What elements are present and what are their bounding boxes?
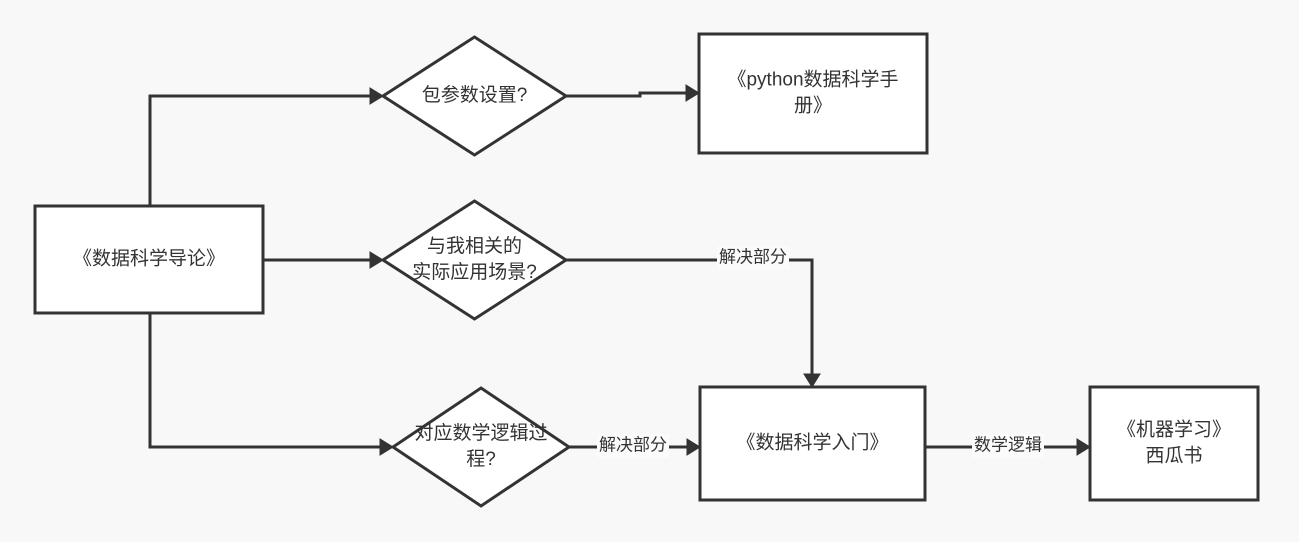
- edge-arrowhead: [1076, 438, 1091, 456]
- edge-arrowhead: [369, 251, 384, 269]
- node-ds-getting-started[interactable]: 《数据科学入门》: [698, 385, 927, 502]
- node-label-line: 《机器学习》: [1117, 419, 1231, 441]
- node-intro[interactable]: 《数据科学导论》: [33, 204, 265, 315]
- rect-shape: [1088, 385, 1260, 502]
- edge-label-background: [597, 434, 669, 458]
- node-label-line: 《数据科学入门》: [736, 432, 888, 454]
- edge-arrowhead: [369, 87, 384, 105]
- node-machine-learning[interactable]: 《机器学习》西瓜书: [1088, 385, 1260, 502]
- edge-q-package-params-to-python-handbook: [566, 84, 700, 102]
- node-label-line: 与我相关的: [427, 235, 522, 257]
- nodes-layer: 《数据科学导论》 包参数设置? 《python数据科学手册》与我相关的实际应用场景?…: [33, 32, 1260, 508]
- edge-label-background: [717, 246, 789, 270]
- edge-label-background: [972, 434, 1044, 458]
- edge-label-text: 数学逻辑: [974, 435, 1042, 454]
- node-label-line: 册》: [794, 95, 832, 117]
- edge-label-q-math-logic-to-ds-getting-started: 解决部分: [597, 434, 669, 458]
- node-label-line: 程?: [466, 448, 496, 470]
- node-q-package-params[interactable]: 包参数设置?: [380, 35, 569, 157]
- edge-line: [148, 94, 370, 206]
- edge-intro-to-q-math-logic: [148, 313, 394, 456]
- edge-arrowhead: [685, 84, 700, 102]
- edge-line: [148, 313, 380, 449]
- edge-intro-to-q-package-params: [148, 87, 384, 206]
- rect-shape: [698, 385, 927, 502]
- node-label-line: 《python数据科学手: [727, 69, 898, 91]
- edge-intro-to-q-relevant-scenario: [263, 251, 384, 269]
- edge-label-text: 解决部分: [599, 435, 667, 454]
- edge-line: [566, 258, 814, 374]
- node-label-line: 西瓜书: [1145, 445, 1202, 467]
- edge-arrowhead: [686, 438, 701, 456]
- node-label-line: 实际应用场景?: [412, 261, 537, 283]
- rect-shape: [697, 32, 929, 155]
- edge-label-q-relevant-scenario-to-ds-getting-started: 解决部分: [717, 246, 789, 270]
- edge-arrowhead: [803, 373, 821, 388]
- edge-label-text: 解决部分: [719, 247, 787, 266]
- node-label-line: 《数据科学导论》: [73, 248, 225, 270]
- node-label-line: 对应数学逻辑过: [414, 422, 547, 444]
- node-label-line: 包参数设置?: [422, 84, 528, 106]
- diamond-shape: [390, 386, 572, 508]
- rect-shape: [33, 204, 265, 315]
- diamond-shape: [380, 35, 569, 157]
- edge-q-relevant-scenario-to-ds-getting-started: [566, 258, 821, 388]
- edge-label-ds-getting-started-to-machine-learning: 数学逻辑: [972, 434, 1044, 458]
- diamond-shape: [380, 199, 569, 321]
- edges-layer: [148, 84, 1091, 456]
- edge-line: [566, 91, 686, 98]
- edge-arrowhead: [379, 438, 394, 456]
- edge-labels-layer: 解决部分解决部分数学逻辑: [597, 246, 1044, 458]
